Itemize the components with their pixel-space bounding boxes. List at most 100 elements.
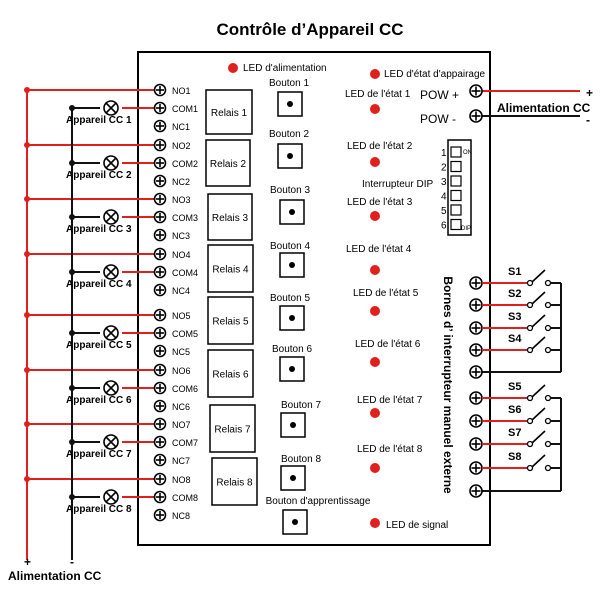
state-led-dot-icon xyxy=(370,211,380,221)
dip-number: 2 xyxy=(441,163,447,174)
device-label: Appareil CC 6 xyxy=(66,395,132,406)
terminal-label-nc: NC6 xyxy=(172,402,190,412)
dip-number: 3 xyxy=(441,177,447,188)
state-led-label: LED de l'état 6 xyxy=(355,339,421,350)
right-power-minus: - xyxy=(586,113,590,127)
terminal-label-no: NO2 xyxy=(172,141,191,151)
button-7[interactable] xyxy=(281,413,305,437)
terminal-screw-icon xyxy=(155,383,166,394)
switch-label: S7 xyxy=(508,427,521,439)
button-3[interactable] xyxy=(280,200,304,224)
state-led-dot-icon xyxy=(370,157,380,167)
button-label: Bouton 4 xyxy=(270,241,310,252)
switch-label: S8 xyxy=(508,451,521,463)
negative-junction-dot xyxy=(69,160,75,166)
positive-junction-dot xyxy=(24,251,30,257)
relay-1: Relais 1 xyxy=(206,90,252,134)
pow-plus-label: POW + xyxy=(420,88,459,102)
dip-toggle[interactable] xyxy=(451,162,461,172)
device-label: Appareil CC 2 xyxy=(66,170,132,181)
state-led-dot-icon xyxy=(370,463,380,473)
negative-junction-dot xyxy=(69,439,75,445)
terminal-screw-icon xyxy=(155,140,166,151)
relay-label: Relais 4 xyxy=(212,265,249,276)
terminal-label-no: NO3 xyxy=(172,195,191,205)
button-8[interactable] xyxy=(281,466,305,490)
dip-toggle[interactable] xyxy=(451,176,461,186)
button-5[interactable] xyxy=(280,306,304,330)
terminal-label-no: NO1 xyxy=(172,86,191,96)
terminal-label-com: COM5 xyxy=(172,329,198,339)
relay-label: Relais 3 xyxy=(212,213,249,224)
state-led-dot-icon xyxy=(370,265,380,275)
toggle-switch-icon[interactable] xyxy=(528,270,551,286)
positive-junction-dot xyxy=(24,196,30,202)
terminal-screw-icon xyxy=(155,455,166,466)
toggle-switch-icon[interactable] xyxy=(528,408,551,424)
lamp-icon xyxy=(104,101,118,115)
positive-junction-dot xyxy=(24,476,30,482)
button-label: Bouton 3 xyxy=(270,185,310,196)
switch-label: S6 xyxy=(508,404,521,416)
toggle-switch-icon[interactable] xyxy=(528,292,551,308)
terminal-screw-icon xyxy=(470,462,482,474)
terminal-screw-icon xyxy=(155,230,166,241)
terminal-screw-icon xyxy=(155,212,166,223)
switch-label: S4 xyxy=(508,333,522,345)
state-led-label: LED de l'état 7 xyxy=(357,395,423,406)
toggle-switch-icon[interactable] xyxy=(528,455,551,471)
terminal-screw-icon xyxy=(470,277,482,289)
terminal-screw-icon xyxy=(470,110,482,122)
toggle-switch-icon[interactable] xyxy=(528,431,551,447)
terminal-label-com: COM7 xyxy=(172,438,198,448)
terminal-label-com: COM6 xyxy=(172,384,198,394)
dip-dip-label: DIP xyxy=(461,226,471,232)
button-label: Bouton 6 xyxy=(272,344,312,355)
lamp-icon xyxy=(104,210,118,224)
relay-label: Relais 8 xyxy=(216,478,253,489)
dip-toggle[interactable] xyxy=(451,147,461,157)
terminal-screw-icon xyxy=(470,344,482,356)
terminal-screw-icon xyxy=(470,438,482,450)
toggle-switch-icon[interactable] xyxy=(528,337,551,353)
positive-junction-dot xyxy=(24,421,30,427)
terminal-label-no: NO7 xyxy=(172,420,191,430)
dip-toggle[interactable] xyxy=(451,205,461,215)
terminal-label-no: NO6 xyxy=(172,366,191,376)
dip-on-label: ON xyxy=(463,150,472,156)
power-led-dot-icon xyxy=(228,63,238,73)
terminal-label-nc: NC5 xyxy=(172,347,190,357)
terminal-screw-icon xyxy=(470,85,482,97)
relay-label: Relais 7 xyxy=(214,425,251,436)
button-6[interactable] xyxy=(280,357,304,381)
state-led-dot-icon xyxy=(370,104,380,114)
pairing-led-dot-icon xyxy=(370,69,380,79)
relay-label: Relais 5 xyxy=(212,317,249,328)
button-label: Bouton 7 xyxy=(281,400,321,411)
bottom-power-minus: - xyxy=(70,555,74,569)
terminal-screw-icon xyxy=(155,310,166,321)
lamp-icon xyxy=(104,490,118,504)
learn-button[interactable] xyxy=(283,510,307,534)
dip-toggle[interactable] xyxy=(451,220,461,230)
terminal-screw-icon xyxy=(155,510,166,521)
terminal-screw-icon xyxy=(155,267,166,278)
pow-minus-label: POW - xyxy=(420,112,456,126)
button-2[interactable] xyxy=(278,144,302,168)
dip-number: 6 xyxy=(441,221,447,232)
right-power-plus: + xyxy=(586,86,593,100)
relay-8: Relais 8 xyxy=(212,458,257,505)
button-4[interactable] xyxy=(280,253,304,277)
dip-toggle[interactable] xyxy=(451,191,461,201)
toggle-switch-icon[interactable] xyxy=(528,385,551,401)
terminal-screw-icon xyxy=(155,249,166,260)
toggle-switch-icon[interactable] xyxy=(528,315,551,331)
negative-junction-dot xyxy=(69,214,75,220)
positive-junction-dot xyxy=(24,312,30,318)
state-led-label: LED de l'état 4 xyxy=(346,244,412,255)
terminal-screw-icon xyxy=(155,103,166,114)
button-1[interactable] xyxy=(278,92,302,116)
terminal-screw-icon xyxy=(155,85,166,96)
